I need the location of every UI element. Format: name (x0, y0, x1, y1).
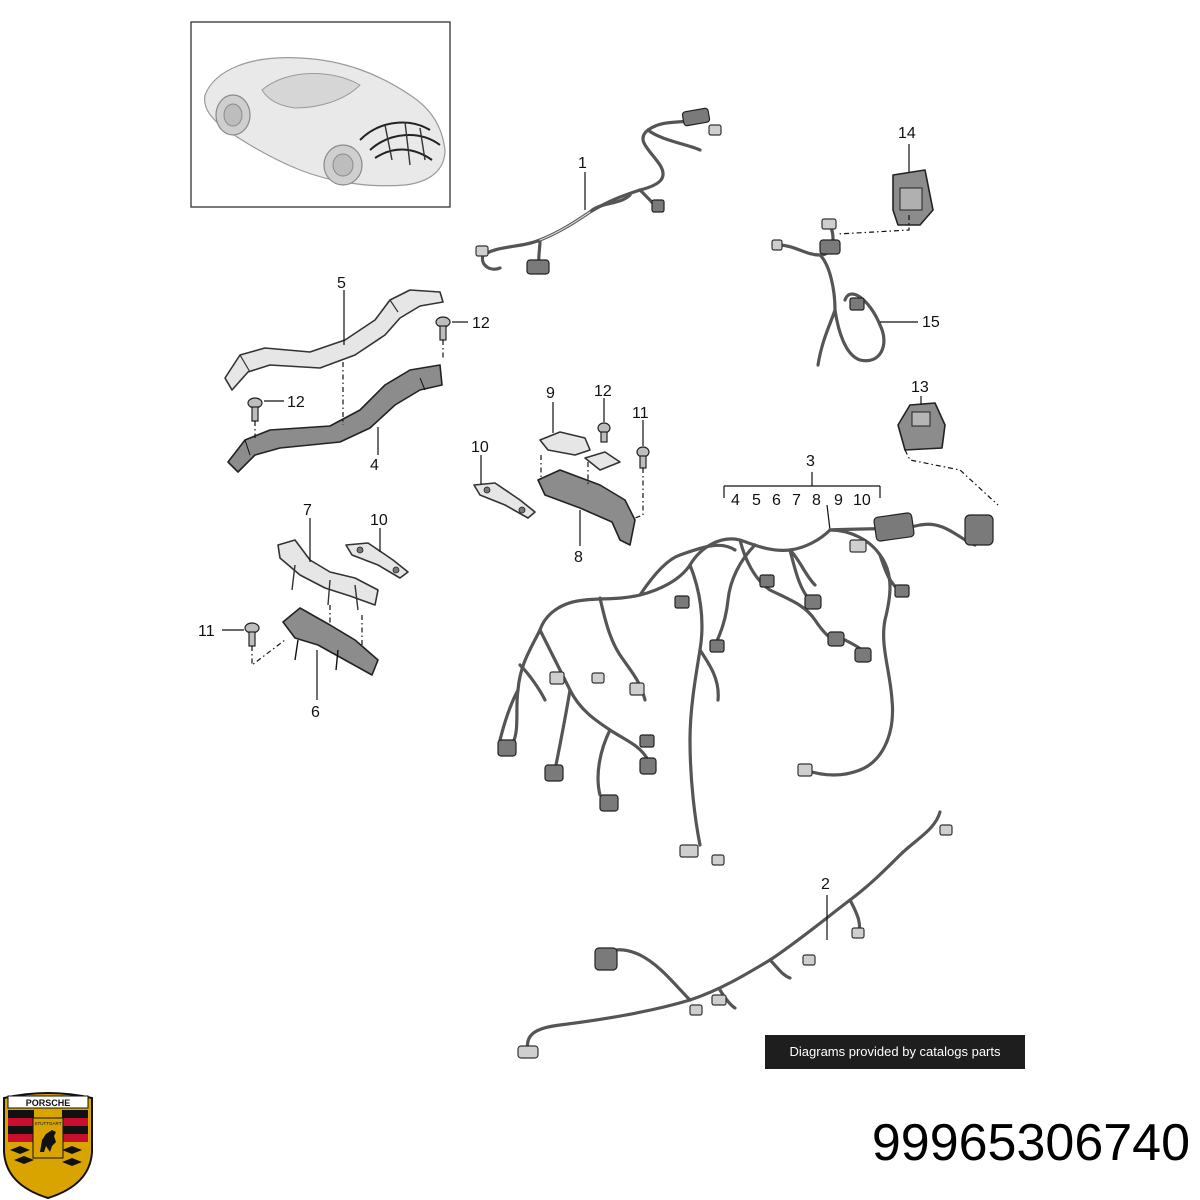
dashline-11-left (251, 639, 286, 667)
dashline-9-8 (540, 455, 589, 485)
callout-12-upper[interactable]: 12 (472, 315, 490, 332)
callout-3-group: 3 4 5 6 7 8 9 10 (723, 453, 881, 531)
callout-13[interactable]: 13 (911, 379, 929, 396)
harness-part-3 (497, 512, 994, 866)
callout-10-center[interactable]: 10 (471, 439, 489, 456)
bolt-part-12-center (597, 422, 611, 443)
bracket-part-8 (537, 469, 636, 546)
bolt-part-12-left (247, 397, 263, 422)
callout-7[interactable]: 7 (303, 502, 312, 519)
callout-15[interactable]: 15 (922, 314, 940, 331)
sub-ref-10: 10 (853, 492, 871, 509)
callout-12-center[interactable]: 12 (594, 383, 612, 400)
bracket-part-7 (277, 539, 379, 611)
logo-city: STUTTGART (35, 1121, 62, 1126)
callout-11-right[interactable]: 11 (632, 405, 649, 422)
logo-wordmark: PORSCHE (26, 1098, 71, 1108)
dashline-13 (904, 449, 999, 506)
callout-3[interactable]: 3 (806, 453, 815, 470)
credit-banner: Diagrams provided by catalogs parts (765, 1035, 1025, 1069)
callout-10-left[interactable]: 10 (370, 512, 388, 529)
sub-ref-7: 7 (792, 492, 801, 509)
sub-ref-5: 5 (752, 492, 761, 509)
sub-ref-6: 6 (772, 492, 781, 509)
clip-part-10-center (473, 482, 536, 519)
car-overview-inset (190, 21, 451, 208)
part-number: 99965306740 (871, 1114, 1190, 1172)
horse-icon (40, 1130, 56, 1152)
module-part-13 (897, 402, 946, 451)
callout-2[interactable]: 2 (821, 876, 830, 893)
porsche-crest-logo: PORSCHE STUTTGART (3, 1092, 93, 1200)
harness-part-1 (475, 107, 722, 275)
callout-12-left[interactable]: 12 (287, 394, 305, 411)
harness-part-15 (771, 218, 886, 367)
callout-14[interactable]: 14 (898, 125, 916, 142)
bolt-part-11-left (244, 622, 260, 647)
dashline-7-6 (329, 605, 363, 645)
harness-part-2 (517, 810, 953, 1059)
sub-ref-8: 8 (812, 492, 821, 509)
callout-9[interactable]: 9 (546, 385, 555, 402)
sub-ref-9: 9 (834, 492, 843, 509)
callout-8[interactable]: 8 (574, 549, 583, 566)
clip-part-10-left (345, 542, 409, 579)
control-unit-part-14 (892, 169, 934, 226)
bolt-part-12-upper (435, 316, 451, 341)
car-illustration (203, 57, 446, 187)
bolt-part-11-right (636, 446, 650, 469)
callout-5[interactable]: 5 (337, 275, 346, 292)
bracket-part-6 (282, 607, 379, 676)
bracket-part-5 (224, 289, 444, 391)
sub-ref-4: 4 (731, 492, 740, 509)
dashline-11-right (629, 468, 644, 521)
callout-6[interactable]: 6 (311, 704, 320, 721)
callout-4[interactable]: 4 (370, 457, 379, 474)
dashline-14 (837, 215, 910, 235)
callout-11-left[interactable]: 11 (198, 623, 215, 640)
callout-1[interactable]: 1 (578, 155, 587, 172)
cover-part-9 (539, 431, 621, 471)
bracket-part-4 (227, 364, 443, 473)
